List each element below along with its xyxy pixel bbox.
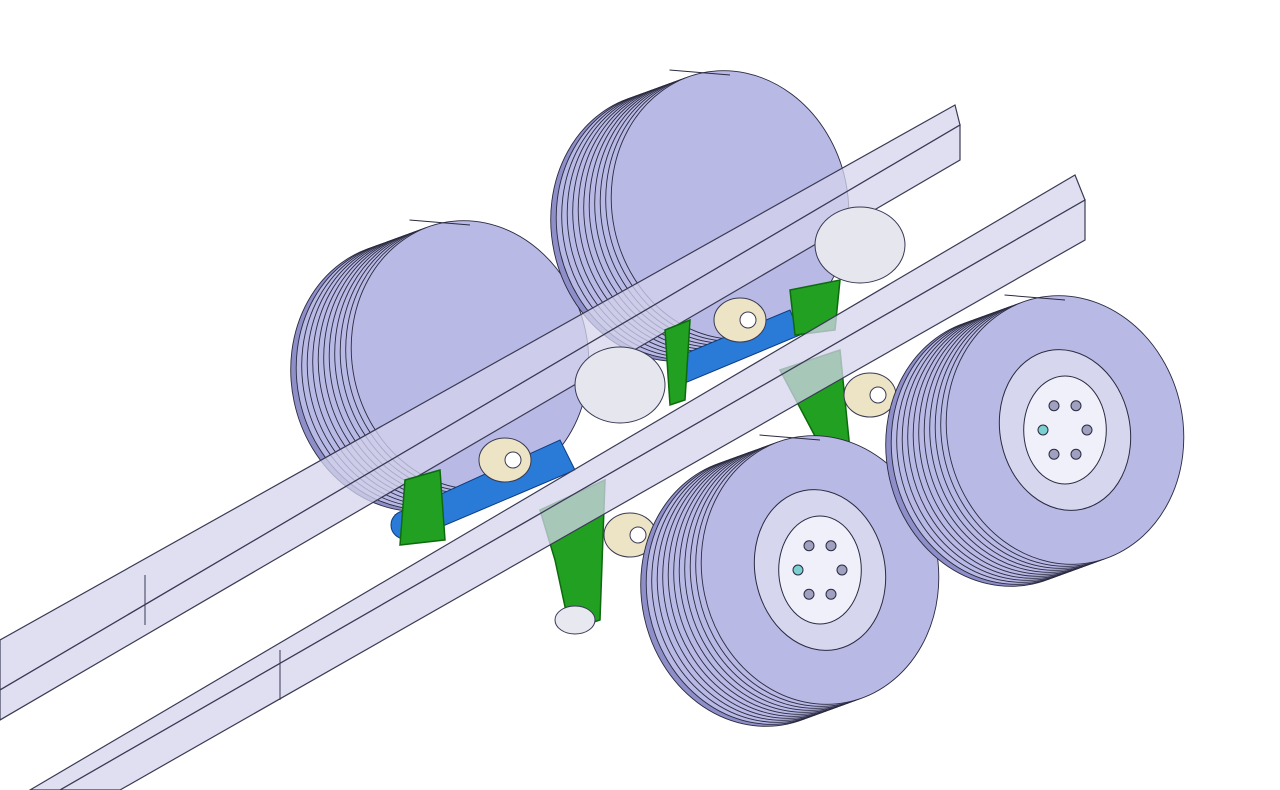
front-right-dual-wheels bbox=[885, 294, 1185, 587]
chamber-cap bbox=[739, 311, 757, 329]
bracket-eye bbox=[554, 605, 596, 635]
front-left-dual-wheels bbox=[640, 434, 940, 727]
lug-nut bbox=[1048, 448, 1060, 460]
hanger-bracket bbox=[399, 469, 446, 546]
lug-nut bbox=[1081, 424, 1093, 436]
wheel-hub bbox=[778, 515, 862, 625]
lug-nut bbox=[1037, 424, 1049, 436]
tire-seam bbox=[759, 434, 821, 441]
lug-nut bbox=[803, 540, 815, 552]
tire-seam bbox=[669, 69, 731, 76]
wheel-hub bbox=[1023, 375, 1107, 485]
lug-nut bbox=[1048, 400, 1060, 412]
lug-nut bbox=[825, 588, 837, 600]
chassis-rail-left bbox=[0, 104, 961, 721]
hanger-bracket bbox=[664, 318, 691, 407]
lug-nut bbox=[825, 540, 837, 552]
chamber-cap bbox=[629, 526, 647, 544]
lug-nut bbox=[1070, 448, 1082, 460]
lug-nut bbox=[1070, 400, 1082, 412]
air-spring bbox=[574, 346, 666, 424]
lug-nut bbox=[836, 564, 848, 576]
tire-seam bbox=[1004, 294, 1066, 301]
rail-web bbox=[0, 123, 961, 721]
tire-seam bbox=[409, 219, 471, 226]
chamber-cap bbox=[869, 386, 887, 404]
chamber-cap bbox=[504, 451, 522, 469]
lug-nut bbox=[803, 588, 815, 600]
lug-nut bbox=[792, 564, 804, 576]
rail-web bbox=[58, 198, 1086, 790]
air-spring bbox=[814, 206, 906, 284]
chassis-rail-right bbox=[28, 174, 1086, 790]
